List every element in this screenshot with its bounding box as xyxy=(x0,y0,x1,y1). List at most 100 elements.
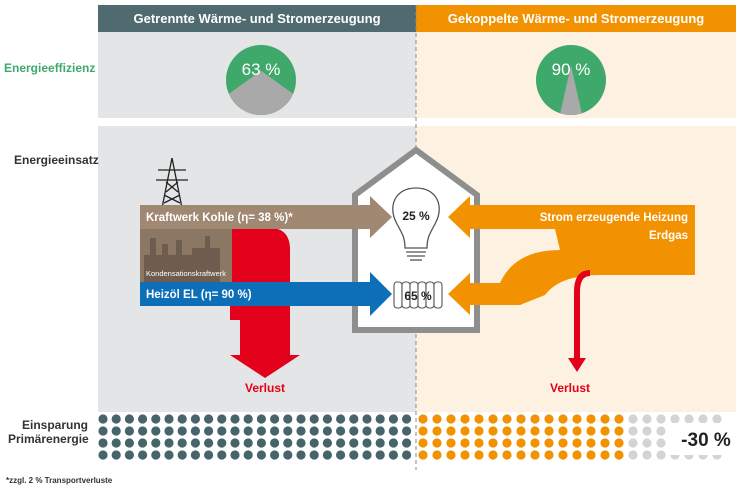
dot-separate xyxy=(270,438,280,448)
coal-arrow: Kraftwerk Kohle (η= 38 %)* xyxy=(140,196,392,238)
dot-separate xyxy=(402,438,412,448)
dot-separate xyxy=(111,450,121,460)
dot-saved xyxy=(628,450,638,460)
dot-cogeneration xyxy=(432,438,442,448)
dot-separate xyxy=(98,414,108,424)
left-loss-label: Verlust xyxy=(245,381,285,395)
row-label-efficiency: Energieeffizienz xyxy=(4,61,96,75)
dot-separate xyxy=(138,438,148,448)
dot-separate xyxy=(124,438,134,448)
dot-cogeneration xyxy=(558,426,568,436)
dot-cogeneration xyxy=(516,438,526,448)
dot-separate xyxy=(151,450,161,460)
dot-cogeneration xyxy=(488,414,498,424)
dot-saved xyxy=(670,414,680,424)
dot-separate xyxy=(375,414,385,424)
pylon-icon xyxy=(156,157,188,209)
dot-separate xyxy=(375,426,385,436)
dot-separate xyxy=(190,438,200,448)
dot-cogeneration xyxy=(544,426,554,436)
efficiency-left-label: 63 % xyxy=(242,60,281,79)
dot-cogeneration xyxy=(572,450,582,460)
dot-cogeneration xyxy=(502,450,512,460)
bulb-value: 25 % xyxy=(402,209,430,223)
dot-separate xyxy=(243,426,253,436)
dot-cogeneration xyxy=(432,414,442,424)
dot-separate xyxy=(309,450,319,460)
dot-separate xyxy=(336,450,346,460)
dot-separate xyxy=(230,414,240,424)
row-label-savings-2: Primärenergie xyxy=(8,432,89,446)
dot-separate xyxy=(111,438,121,448)
dot-separate xyxy=(217,426,227,436)
dot-separate xyxy=(296,426,306,436)
dot-separate xyxy=(164,426,174,436)
dot-saved xyxy=(642,426,652,436)
dot-separate xyxy=(270,426,280,436)
dot-saved xyxy=(642,438,652,448)
dot-cogeneration xyxy=(572,438,582,448)
dot-saved xyxy=(712,414,722,424)
savings-value: -30 % xyxy=(681,430,731,451)
dot-saved xyxy=(628,426,638,436)
dot-cogeneration xyxy=(600,414,610,424)
dot-separate xyxy=(362,414,372,424)
dot-separate xyxy=(375,450,385,460)
dot-cogeneration xyxy=(558,450,568,460)
dot-cogeneration xyxy=(432,450,442,460)
dot-separate xyxy=(124,414,134,424)
dot-cogeneration xyxy=(418,414,428,424)
dot-separate xyxy=(296,414,306,424)
dot-cogeneration xyxy=(418,438,428,448)
dot-separate xyxy=(124,450,134,460)
dot-cogeneration xyxy=(502,438,512,448)
dot-cogeneration xyxy=(474,450,484,460)
dot-cogeneration xyxy=(474,426,484,436)
dot-separate xyxy=(349,438,359,448)
dot-separate xyxy=(402,426,412,436)
dot-separate xyxy=(336,438,346,448)
dot-separate xyxy=(270,414,280,424)
right-arrow-label-1: Strom erzeugende Heizung xyxy=(540,212,688,224)
row-label-input: Energieeinsatz xyxy=(14,153,99,167)
dot-separate xyxy=(243,450,253,460)
right-loss-label: Verlust xyxy=(550,381,590,395)
dot-cogeneration xyxy=(544,438,554,448)
dot-separate xyxy=(296,438,306,448)
oil-arrow: Heizöl EL (η= 90 %) xyxy=(140,272,392,316)
dot-cogeneration xyxy=(516,450,526,460)
dot-cogeneration xyxy=(418,426,428,436)
efficiency-gauge-right-loss xyxy=(560,65,582,116)
dot-cogeneration xyxy=(502,426,512,436)
plant-caption: Kondensationskraftwerk xyxy=(146,269,226,278)
dot-cogeneration xyxy=(432,426,442,436)
dot-cogeneration xyxy=(614,450,624,460)
efficiency-gauge-right: 90 % xyxy=(536,45,606,116)
dot-separate xyxy=(283,450,293,460)
dot-cogeneration xyxy=(586,438,596,448)
dot-cogeneration xyxy=(586,450,596,460)
dot-cogeneration xyxy=(516,426,526,436)
dot-separate xyxy=(204,414,214,424)
dot-cogeneration xyxy=(544,450,554,460)
dot-cogeneration xyxy=(488,426,498,436)
dot-separate xyxy=(177,426,187,436)
dot-cogeneration xyxy=(530,450,540,460)
dot-cogeneration xyxy=(460,426,470,436)
dot-cogeneration xyxy=(544,414,554,424)
dot-separate xyxy=(204,426,214,436)
dot-separate xyxy=(164,414,174,424)
radiator-value: 65 % xyxy=(404,289,432,303)
dot-separate xyxy=(256,450,266,460)
coal-arrow-label: Kraftwerk Kohle (η= 38 %)* xyxy=(146,212,293,224)
dot-separate xyxy=(138,426,148,436)
dot-separate xyxy=(243,414,253,424)
oil-arrow-label: Heizöl EL (η= 90 %) xyxy=(146,289,252,301)
savings-dot-matrix xyxy=(98,414,722,460)
chp-arrows xyxy=(448,196,695,315)
dot-cogeneration xyxy=(418,450,428,460)
dot-separate xyxy=(349,426,359,436)
dot-cogeneration xyxy=(460,450,470,460)
dot-cogeneration xyxy=(558,438,568,448)
